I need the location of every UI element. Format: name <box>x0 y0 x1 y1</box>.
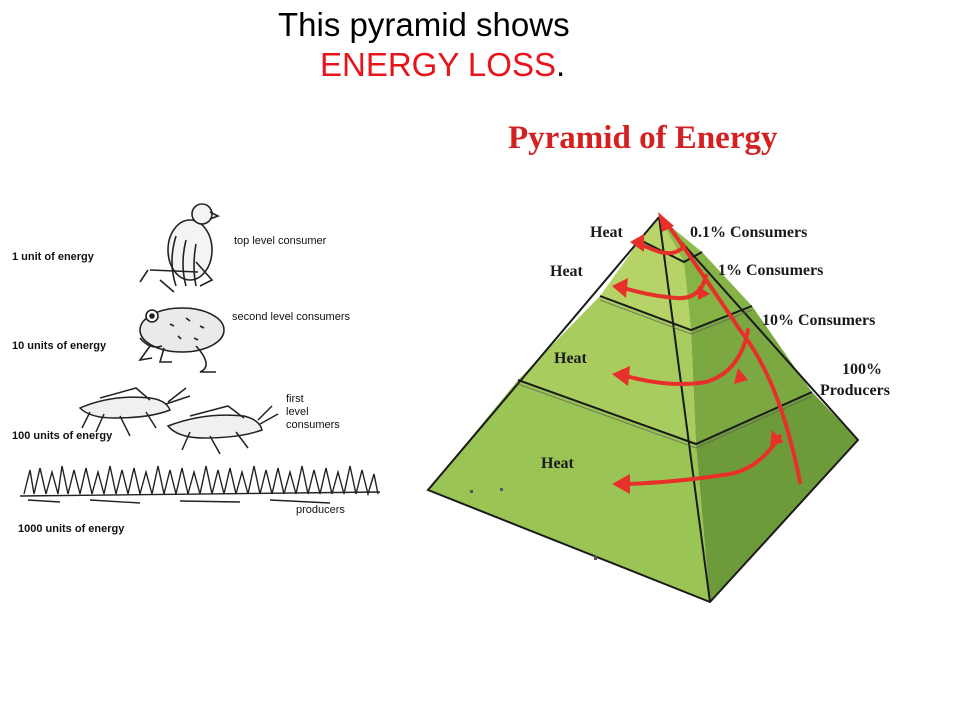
arrow-head-heat-1 <box>630 234 644 252</box>
hawk-icon <box>139 203 220 293</box>
energy-flow-arrows <box>622 223 802 486</box>
second-energy-label: 10 units of energy <box>12 340 107 352</box>
second-consumer-label: second level consumers <box>232 311 351 323</box>
level-label-producers: Producers <box>820 382 890 399</box>
arrow-head-up-1 <box>770 430 784 446</box>
title-period: . <box>555 46 566 83</box>
producers-label: producers <box>296 504 345 516</box>
energy-loss-highlight: ENERGY LOSS <box>320 46 556 83</box>
first-consumer-label-3: consumers <box>286 419 340 431</box>
pyramid-left-band-3 <box>518 296 696 444</box>
heat-label-4: Heat <box>541 455 574 472</box>
producers-energy-label: 1000 units of energy <box>18 523 125 535</box>
grasshopper-icon <box>166 405 279 455</box>
arrow-head-up-3 <box>698 286 710 300</box>
level-label-0-1-consumers: 0.1% Consumers <box>690 224 808 241</box>
arrow-head-up-2 <box>734 368 748 384</box>
level-label-100-percent: 100% <box>842 361 882 378</box>
frog-icon <box>138 307 225 373</box>
heat-label-3: Heat <box>554 350 587 367</box>
first-consumer-label-2: level <box>286 406 309 418</box>
grass-producers-icon <box>19 465 381 504</box>
pyramid-title: Pyramid of Energy <box>508 120 778 156</box>
pyramid-right-band-3 <box>691 306 812 444</box>
arrow-head-heat-3 <box>612 366 630 386</box>
arrow-head-top <box>658 212 674 232</box>
pyramid-left-band-2 <box>600 240 691 330</box>
heat-label-1: Heat <box>590 224 623 241</box>
first-consumer-label-1: first <box>286 393 304 405</box>
slide-title-line-1: This pyramid shows <box>278 6 570 43</box>
level-label-10-consumers: 10% Consumers <box>762 312 876 329</box>
grasshopper-icon <box>78 387 191 437</box>
slide-title-line-2: ENERGY LOSS. <box>320 46 565 84</box>
heat-label-2: Heat <box>550 263 583 280</box>
arrow-head-heat-4 <box>612 474 630 494</box>
top-consumer-label: top level consumer <box>234 235 327 247</box>
top-energy-label: 1 unit of energy <box>12 251 94 263</box>
first-energy-label: 100 units of energy <box>12 430 113 442</box>
energy-pyramid <box>426 212 860 604</box>
pyramid-left-band-4 <box>428 380 710 602</box>
pyramid-right-band-4 <box>696 392 858 602</box>
arrow-head-heat-2 <box>612 278 628 298</box>
level-label-1-consumers: 1% Consumers <box>718 262 824 279</box>
